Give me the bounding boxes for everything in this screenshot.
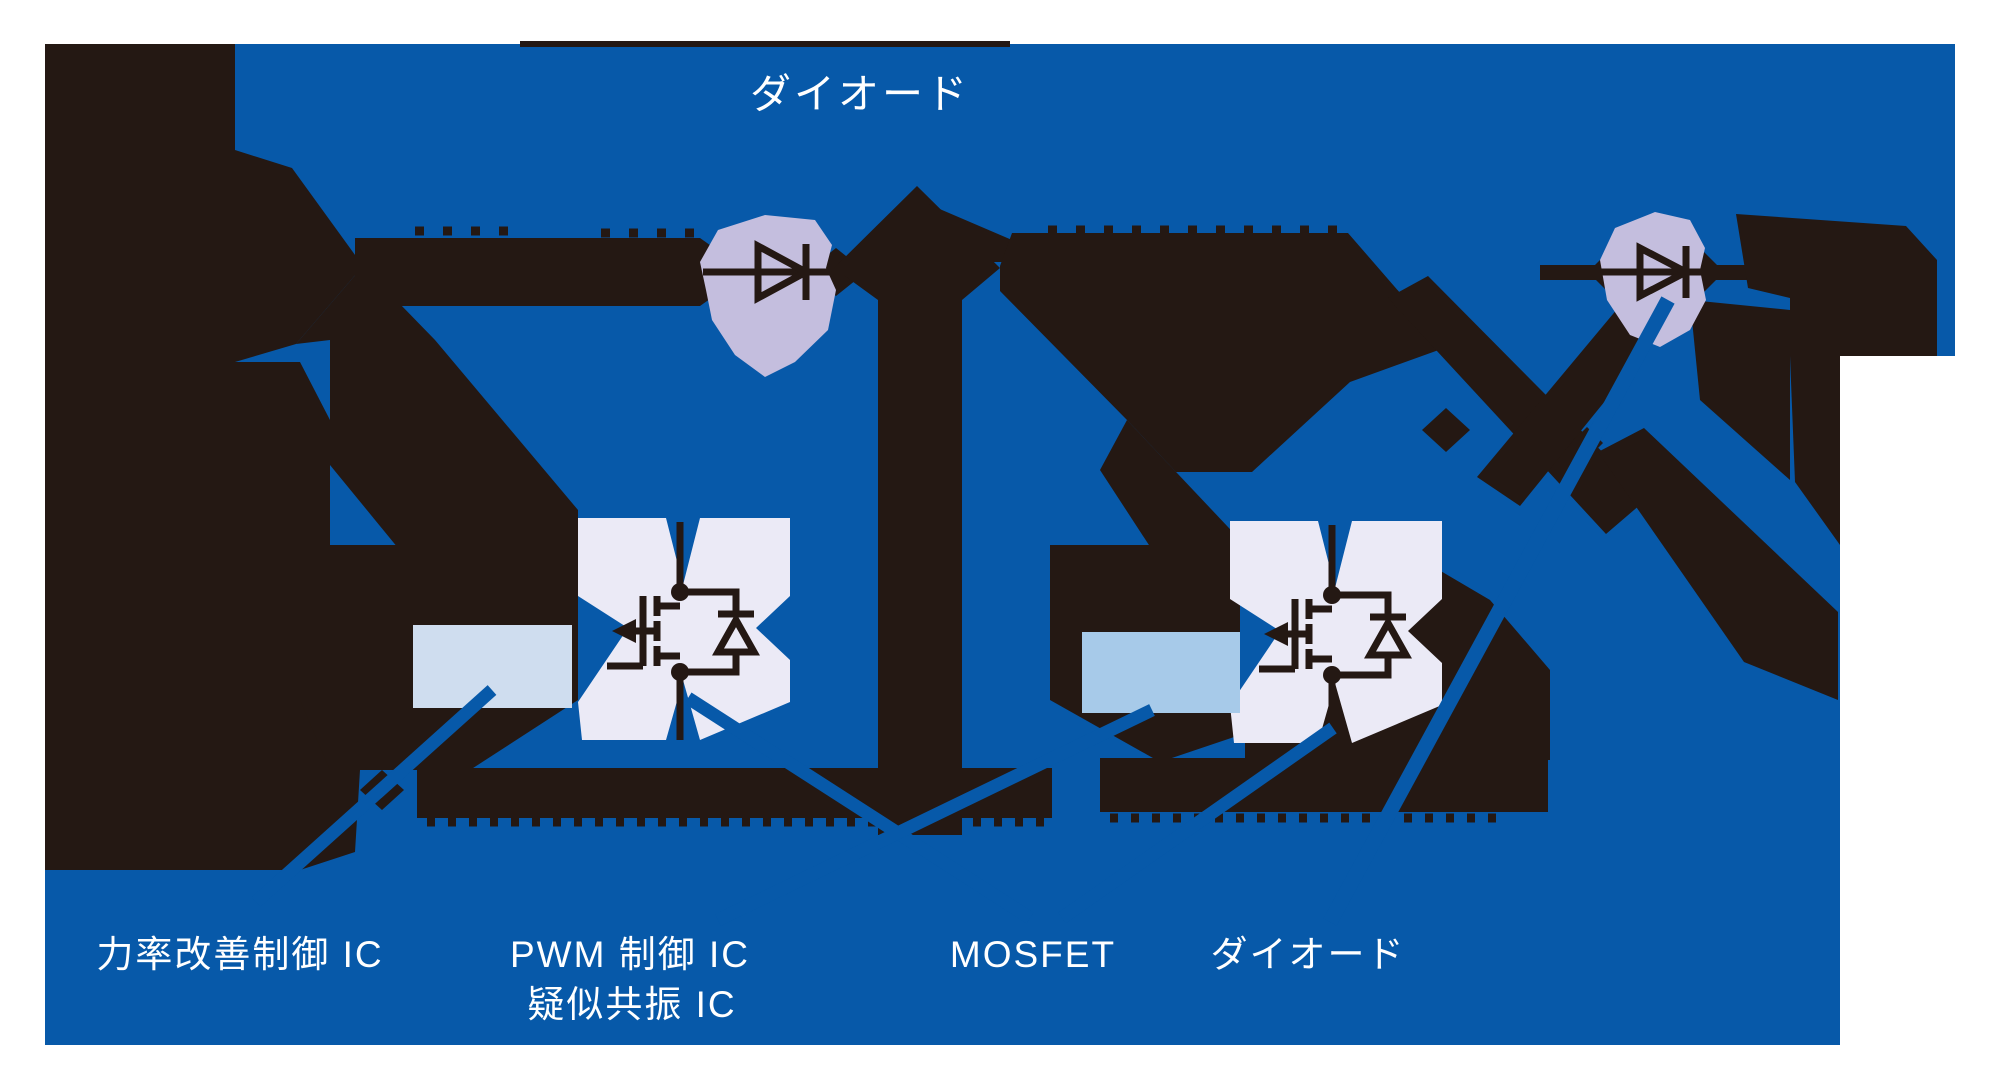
label-diode-bottom: ダイオード <box>1210 934 1406 975</box>
diode-symbol-right <box>1582 242 1728 302</box>
mosfet-symbol-left <box>607 522 760 740</box>
label-pwm-control-ic: PWM 制御 IC <box>510 934 750 975</box>
leader-lines <box>251 296 1675 926</box>
label-mosfet: MOSFET <box>949 934 1117 975</box>
diode-highlight-right <box>1600 212 1706 347</box>
mosfet-highlight-right <box>1230 521 1442 743</box>
top-label-diode: ダイオード <box>750 71 970 117</box>
mosfet-highlight-left <box>578 518 790 740</box>
hatch-ticks <box>415 225 1500 827</box>
label-quasi-resonant-ic: 疑似共振 IC <box>527 984 737 1025</box>
diode-symbol-left <box>703 240 852 304</box>
mosfet-symbol-right <box>1259 525 1412 743</box>
label-pfc-control-ic: 力率改善制御 IC <box>96 934 384 975</box>
ic-block-right <box>1082 632 1240 713</box>
